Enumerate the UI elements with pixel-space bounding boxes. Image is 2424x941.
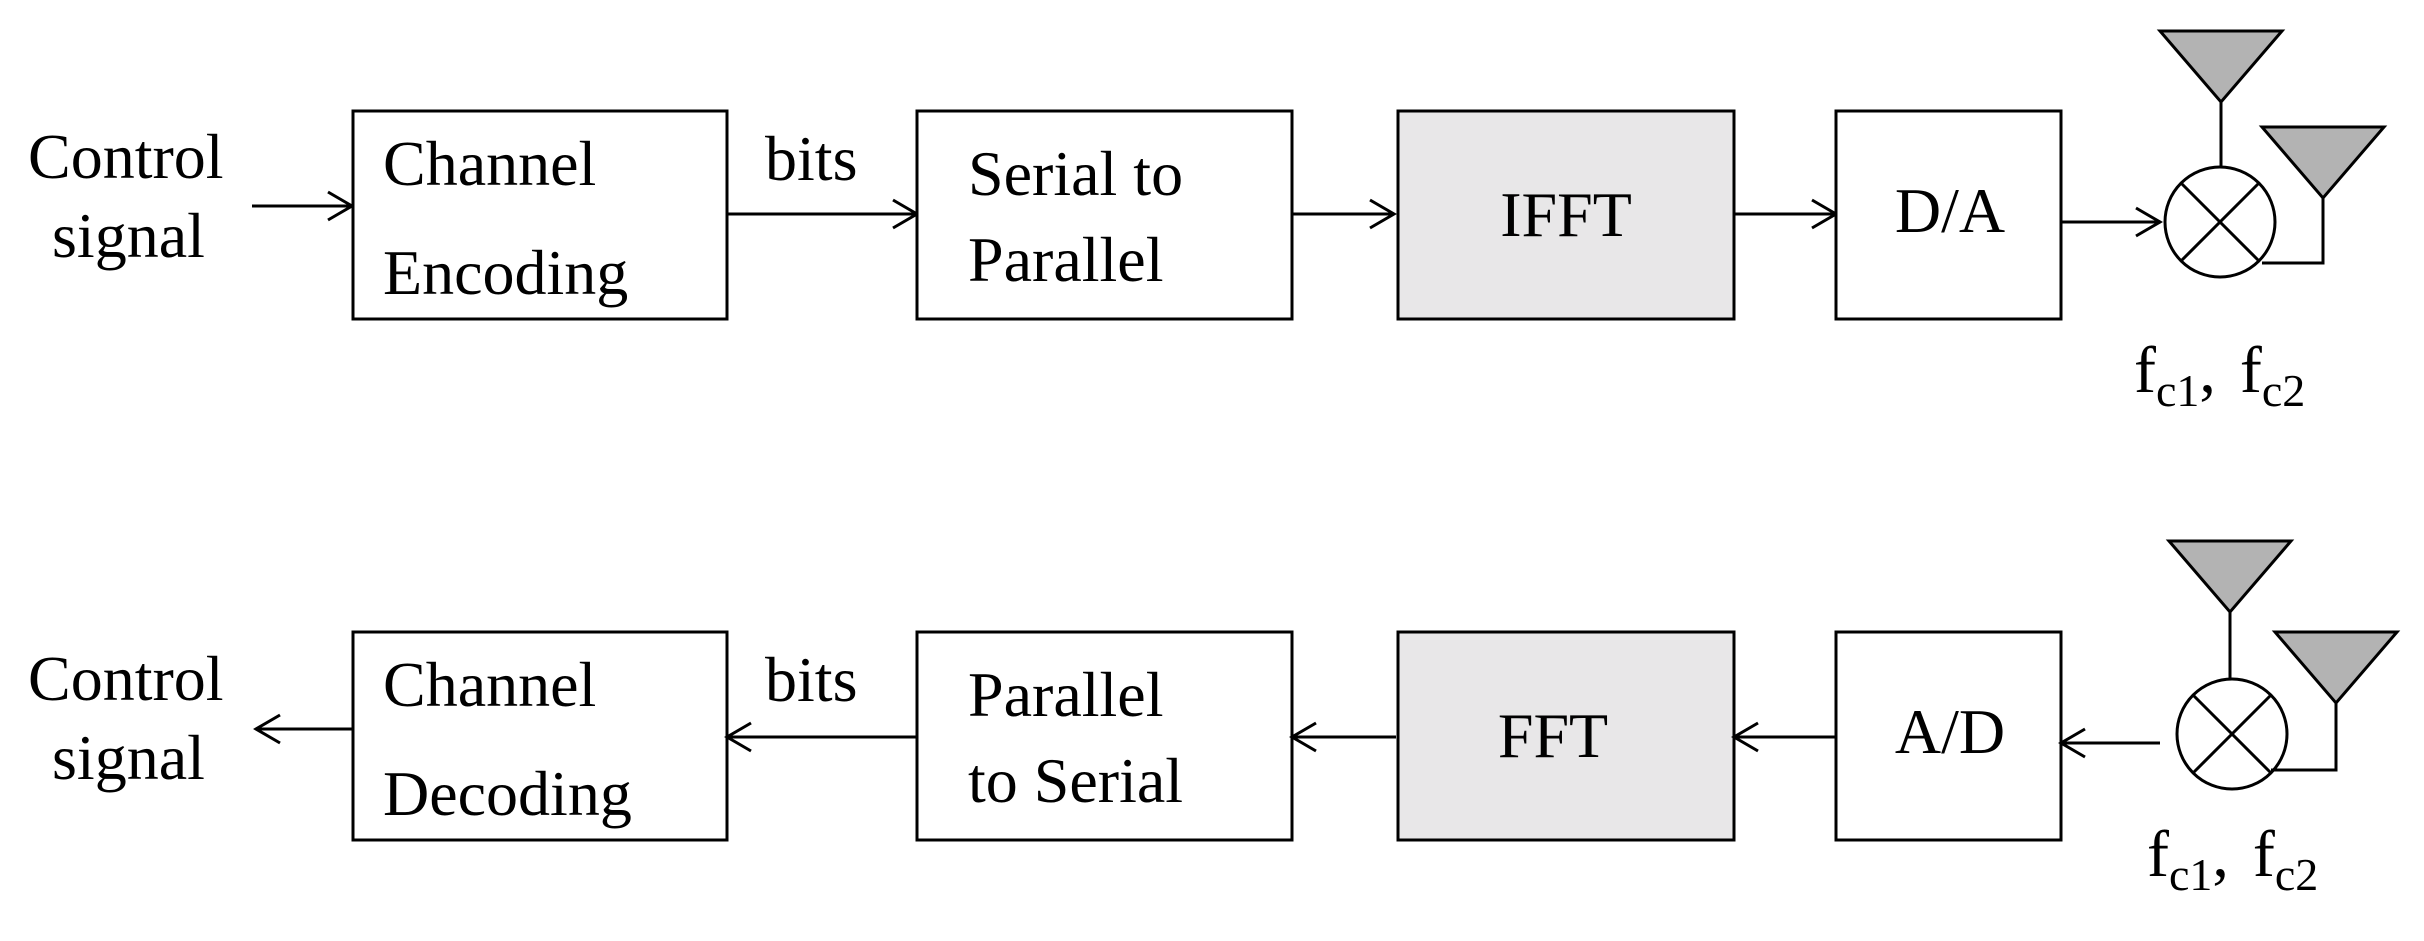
- rx-control-label-line1: Control: [28, 643, 224, 714]
- antenna-icon: [2165, 539, 2295, 679]
- parallel-to-serial-box: [915, 630, 1294, 842]
- antenna-icon: [2271, 630, 2401, 772]
- channel-encoding-label-line2: Encoding: [383, 237, 628, 308]
- tx-control-label-line1: Control: [28, 121, 224, 192]
- fft-label: FFT: [1498, 700, 1608, 771]
- ifft-label: IFFT: [1500, 179, 1632, 250]
- parallel-to-serial-label-line2: to Serial: [968, 745, 1183, 816]
- rx-arrow-adc-to-fft: [1731, 721, 1836, 753]
- rx-arrow-decoding-to-control: [253, 713, 352, 745]
- dac-label: D/A: [1895, 175, 2005, 246]
- channel-encoding-box: [351, 109, 729, 321]
- dac-box: [1834, 109, 2063, 321]
- tx-bits-label: bits: [765, 123, 857, 194]
- rx-control-label-line2: signal: [52, 722, 205, 793]
- channel-decoding-label-line1: Channel: [383, 649, 596, 720]
- tx-arrow-s2p-to-ifft: [1292, 198, 1397, 230]
- tx-control-label-line2: signal: [52, 200, 205, 271]
- antenna-icon: [2156, 29, 2286, 167]
- rx-arrow-fft-to-p2s: [1289, 721, 1396, 753]
- tx-arrow-ifft-to-dac: [1734, 198, 1839, 230]
- channel-decoding-box: [351, 630, 729, 842]
- channel-encoding-label-line1: Channel: [383, 128, 596, 199]
- tx-arrow-control-to-encoding: [252, 190, 355, 222]
- transmitter-chain: Control signal Channel Encoding bits Ser…: [28, 29, 2388, 416]
- adc-box: [1834, 630, 2063, 842]
- tx-arrow-encoding-to-s2p: [727, 198, 920, 230]
- serial-to-parallel-label-line2: Parallel: [968, 224, 1163, 295]
- rx-carrier-frequencies: fc1,fc2: [2147, 818, 2318, 900]
- receiver-chain: Control signal Channel Decoding bits Par…: [28, 539, 2401, 900]
- tx-arrow-dac-to-mixer: [2061, 206, 2163, 238]
- mixer-icon: [2163, 165, 2277, 279]
- mixer-icon: [2175, 677, 2289, 791]
- tx-carrier-frequencies: fc1,fc2: [2134, 334, 2305, 416]
- channel-decoding-label-line2: Decoding: [383, 758, 632, 829]
- parallel-to-serial-label-line1: Parallel: [968, 659, 1163, 730]
- ifft-box: [1396, 109, 1736, 321]
- rx-bits-label: bits: [765, 644, 857, 715]
- adc-label: A/D: [1895, 696, 2005, 767]
- rx-arrow-mixer-to-adc: [2058, 727, 2160, 759]
- serial-to-parallel-box: [915, 109, 1294, 321]
- antenna-icon: [2258, 125, 2388, 265]
- rx-arrow-p2s-to-decoding: [724, 721, 917, 753]
- serial-to-parallel-label-line1: Serial to: [968, 138, 1183, 209]
- fft-box: [1396, 630, 1736, 842]
